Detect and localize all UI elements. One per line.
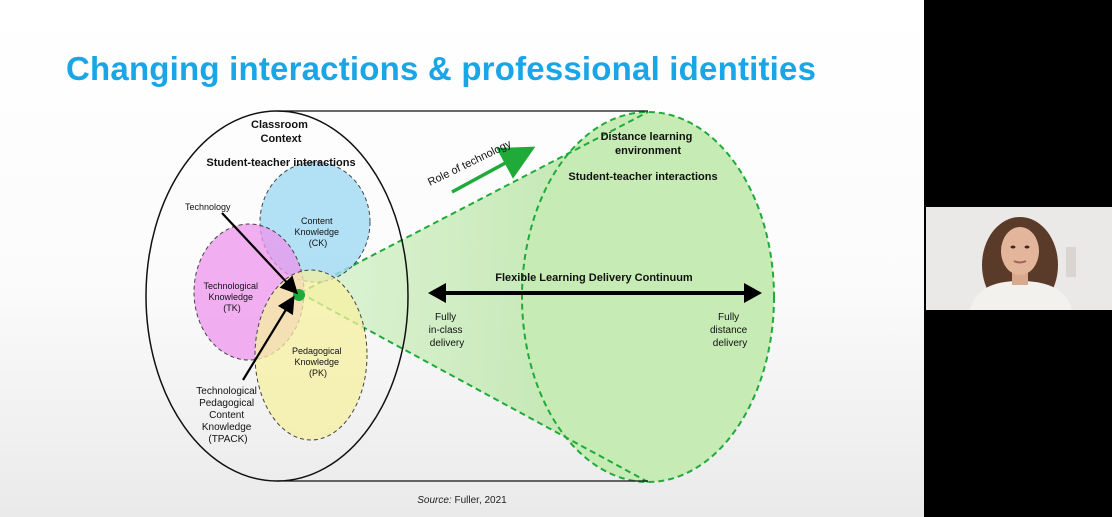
tpack-label: Technological Pedagogical Content Knowle… xyxy=(196,386,259,445)
cone-edge-top xyxy=(299,111,649,294)
continuum-label: Flexible Learning Delivery Continuum xyxy=(495,272,693,284)
source-text: Fuller, 2021 xyxy=(454,495,507,506)
technology-pointer xyxy=(221,212,299,295)
tpack-center-dot xyxy=(293,289,305,301)
tk-label: Technological Knowledge (TK) xyxy=(203,281,260,313)
fully-inclass-label: Fully in-class delivery xyxy=(429,312,466,349)
fully-distance-label: Fully distance delivery xyxy=(710,312,750,349)
distance-ellipse xyxy=(521,111,775,483)
technology-label: Technology xyxy=(185,202,231,212)
presentation-slide: Changing interactions & professional ide… xyxy=(0,0,924,517)
cone-edge-bottom xyxy=(299,292,649,483)
continuum-arrow-left-head xyxy=(428,283,446,303)
tpack-pointer xyxy=(242,295,295,381)
ck-label: Content Knowledge (CK) xyxy=(294,216,341,248)
left-interactions-label: Student-teacher interactions xyxy=(206,157,355,169)
distance-env-label: Distance learning environment xyxy=(601,131,696,157)
continuum-arrow-right-head xyxy=(744,283,762,303)
presenter-video xyxy=(926,207,1112,310)
presenter-video-icon xyxy=(926,207,1112,310)
source-label: Source: xyxy=(417,495,452,506)
slide-title: Changing interactions & professional ide… xyxy=(66,50,817,87)
right-interactions-label: Student-teacher interactions xyxy=(568,171,717,183)
role-tech-arrow xyxy=(451,146,536,194)
pk-label: Pedagogical Knowledge (PK) xyxy=(292,346,344,378)
classroom-context-label: Classroom Context xyxy=(251,119,311,145)
source-citation: Source: Fuller, 2021 xyxy=(0,495,924,506)
tpack-diagram: Classroom Context Student-teacher intera… xyxy=(145,110,775,483)
